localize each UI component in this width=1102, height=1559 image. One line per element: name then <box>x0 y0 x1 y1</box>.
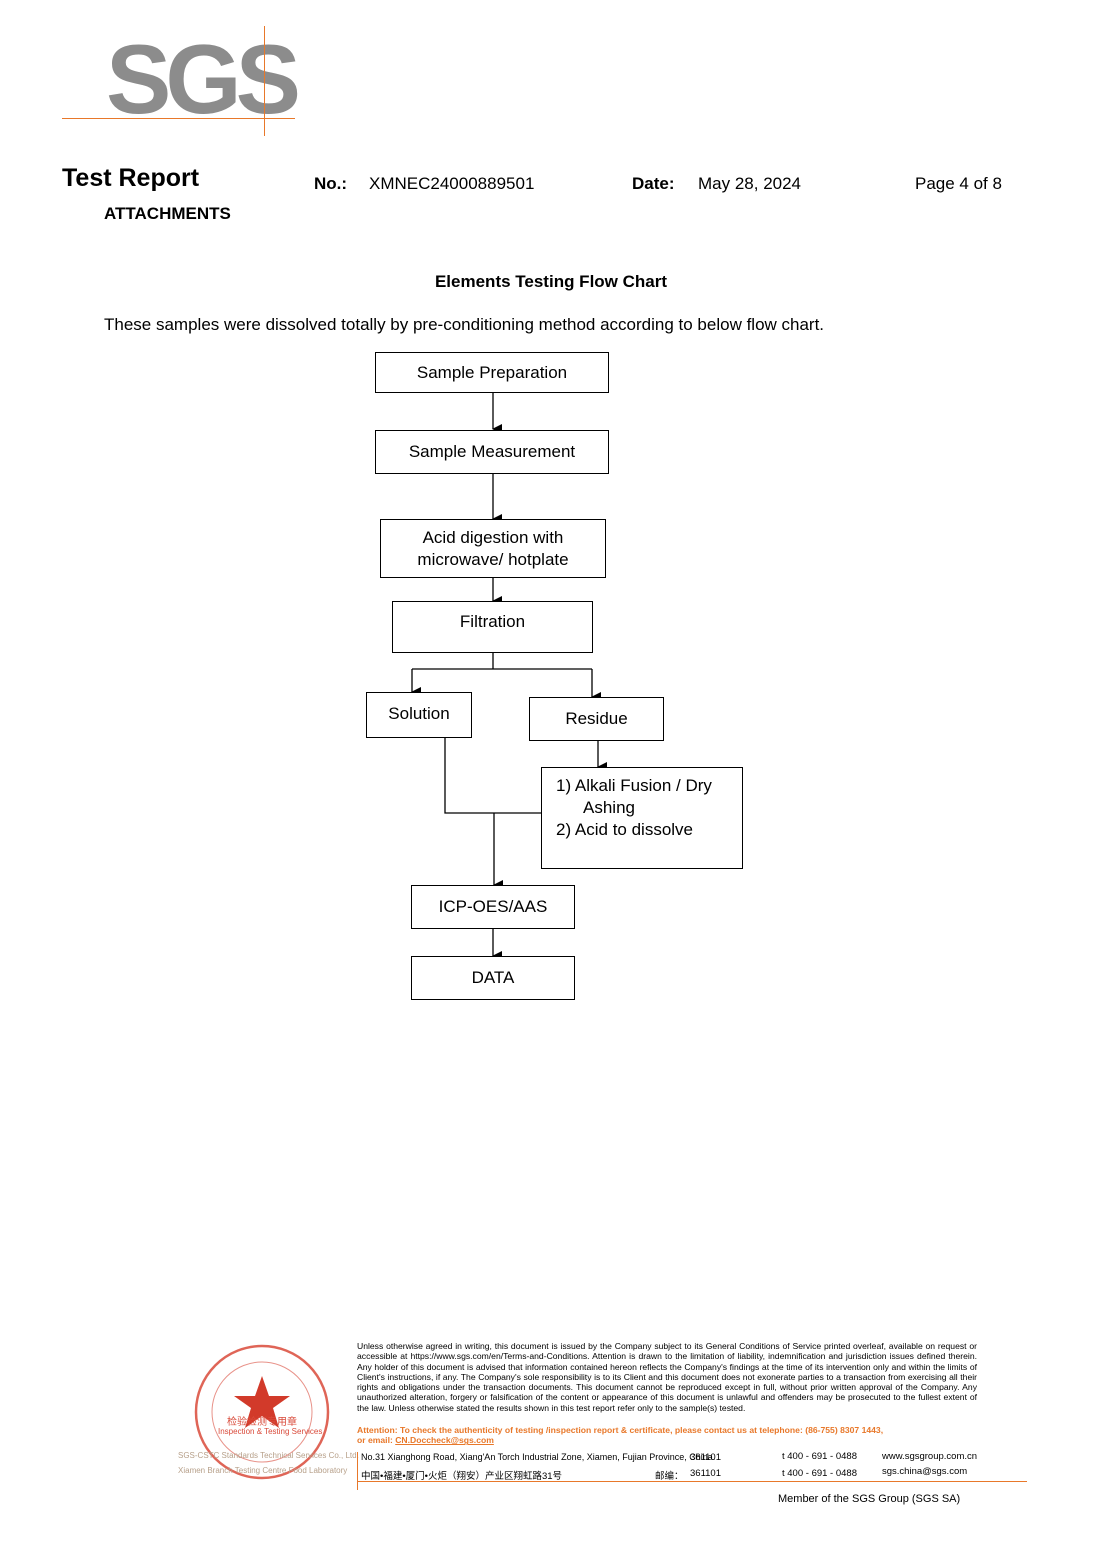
flow-step-label-line1: Acid digestion with <box>422 527 564 547</box>
address-cn: 中国•福建•厦门•火炬（翔安）产业区翔虹路31号 <box>361 1471 563 1482</box>
sgs-group-member: Member of the SGS Group (SGS SA) <box>778 1493 961 1505</box>
terms-fine-print: Unless otherwise agreed in writing, this… <box>357 1341 977 1413</box>
seal-text-cn: 检验检测专用章 <box>227 1417 297 1428</box>
flow-step-label: ICP-OES/AAS <box>438 897 548 916</box>
page-number: Page 4 of 8 <box>915 174 1002 193</box>
line-solution-merge <box>444 737 542 814</box>
flow-step-data: DATA <box>411 956 575 1000</box>
email-prefix: or email: <box>357 1435 396 1446</box>
flow-step-icp: ICP-OES/AAS <box>411 885 575 929</box>
flow-step-label-line2: Ashing <box>583 798 635 817</box>
telephone-2: t 400 - 691 - 0488 <box>782 1468 857 1479</box>
flow-step-label: Sample Measurement <box>408 442 576 461</box>
contact-email[interactable]: sgs.china@sgs.com <box>882 1466 968 1477</box>
company-name-line2: Xiamen Branch Testing Centre Food Labora… <box>178 1466 348 1475</box>
website[interactable]: www.sgsgroup.com.cn <box>882 1451 978 1462</box>
flow-chart-title: Elements Testing Flow Chart <box>434 272 668 291</box>
postcode-cn: 361101 <box>690 1468 721 1479</box>
flow-step-filtration: Filtration <box>392 601 593 653</box>
flow-step-label: DATA <box>471 968 515 987</box>
doccheck-email-link[interactable]: CN.Doccheck@sgs.com <box>395 1435 494 1446</box>
report-title: Test Report <box>62 164 200 192</box>
flow-step-acid-digestion: Acid digestion with microwave/ hotplate <box>380 519 606 578</box>
flow-step-sample-preparation: Sample Preparation <box>375 352 609 393</box>
postcode-cn-label: 邮编： <box>655 1471 684 1482</box>
flow-step-label-line2: microwave/ hotplate <box>417 549 569 569</box>
flow-step-label: Filtration <box>459 612 526 631</box>
report-date: May 28, 2024 <box>698 174 802 193</box>
flow-step-label: Solution <box>388 704 450 723</box>
flow-step-sample-measurement: Sample Measurement <box>375 430 609 474</box>
intro-text: These samples were dissolved totally by … <box>104 315 825 334</box>
authenticity-notice: Attention: To check the authenticity of … <box>357 1425 977 1446</box>
flow-step-label: Sample Preparation <box>416 362 568 382</box>
seal-text-en: Inspection & Testing Services <box>218 1427 323 1436</box>
flow-step-alkali-fusion: 1) Alkali Fusion / Dry Ashing 2) Acid to… <box>541 767 743 869</box>
report-number-label: No.: <box>314 174 348 193</box>
report-number: XMNEC24000889501 <box>369 174 535 193</box>
sgs-logo: SGS <box>106 24 301 134</box>
address-en: No.31 Xianghong Road, Xiang'An Torch Ind… <box>361 1452 716 1462</box>
logo-underline <box>62 118 295 119</box>
flow-step-solution: Solution <box>366 692 472 738</box>
flow-step-label-line3: 2) Acid to dissolve <box>556 820 694 839</box>
footer-vertical-rule <box>357 1452 358 1490</box>
logo-vertical-line <box>264 26 265 136</box>
postcode-en: 361101 <box>690 1452 721 1463</box>
flow-step-residue: Residue <box>529 697 664 741</box>
flow-step-label-line1: 1) Alkali Fusion / Dry <box>556 776 712 795</box>
telephone-1: t 400 - 691 - 0488 <box>782 1451 857 1462</box>
authenticity-text: Attention: To check the authenticity of … <box>357 1425 884 1435</box>
flow-connectors <box>411 392 607 961</box>
flow-step-label: Residue <box>565 709 628 728</box>
company-name-line1: SGS-CSTC Standards Technical Services Co… <box>178 1451 359 1460</box>
date-label: Date: <box>632 174 675 193</box>
report-subtitle: ATTACHMENTS <box>104 204 231 223</box>
company-seal <box>194 1344 330 1480</box>
footer-horizontal-rule <box>357 1481 1027 1482</box>
